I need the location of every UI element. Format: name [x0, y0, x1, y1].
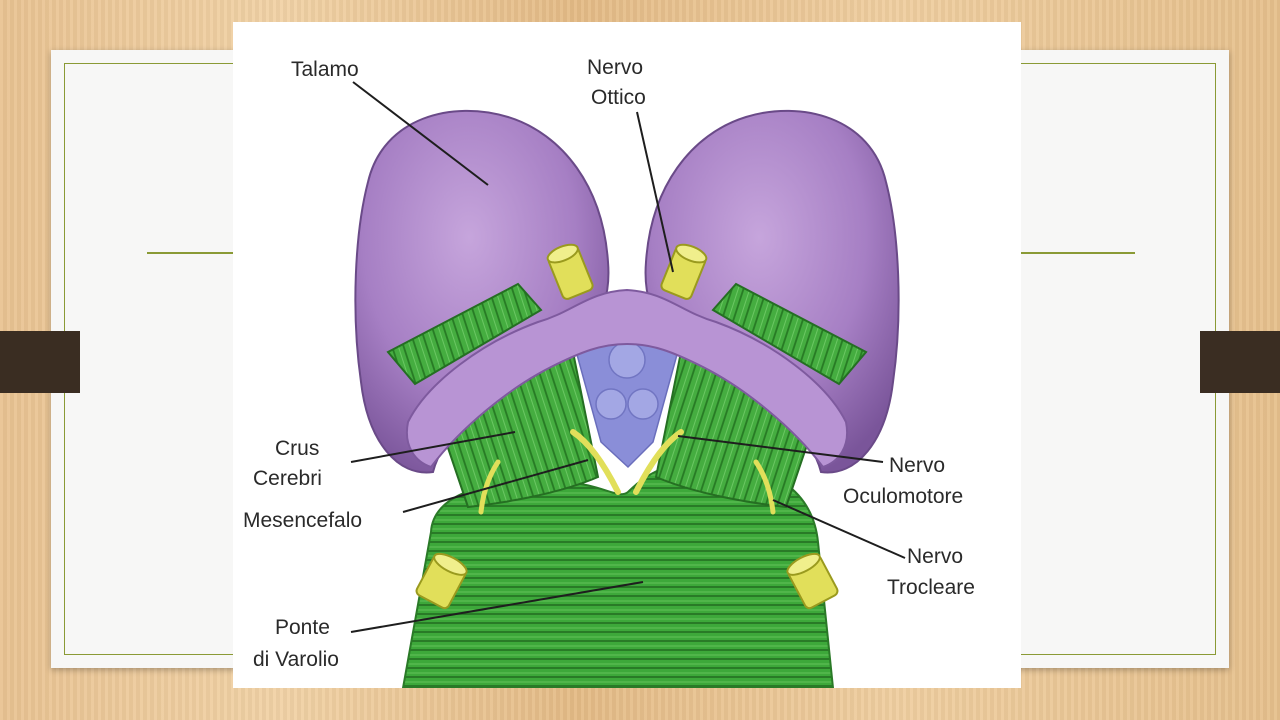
label-trocleare-line2: Trocleare — [887, 576, 975, 599]
label-talamo: Talamo — [291, 58, 359, 81]
leader-mesencefalo — [402, 459, 589, 513]
label-crus-line1: Crus — [275, 437, 319, 460]
label-trocleare-line1: Nervo — [907, 545, 963, 568]
label-crus-line2: Cerebri — [253, 467, 322, 490]
leader-trocleare — [772, 499, 906, 559]
side-tab-right — [1200, 331, 1280, 393]
optic-tract-right — [711, 282, 868, 386]
label-nervo-ottico-line2: Ottico — [591, 86, 646, 109]
title-rule-left — [147, 252, 237, 254]
label-nervo-ottico-line1: Nervo — [587, 56, 643, 79]
label-oculomotore-line1: Nervo — [889, 454, 945, 477]
brainstem-diagram: Talamo Nervo Ottico Crus Cerebri Mesence… — [233, 22, 1021, 688]
label-ponte-line2: di Varolio — [253, 648, 339, 671]
optic-tract-left — [386, 282, 543, 386]
brainstem-illustration: Talamo Nervo Ottico Crus Cerebri Mesence… — [243, 56, 975, 688]
leader-talamo — [352, 81, 489, 186]
oculomotor-nerves — [570, 429, 684, 495]
leader-lines — [350, 81, 906, 633]
label-oculomotore-line2: Oculomotore — [843, 485, 963, 508]
trochlear-nerves — [478, 459, 776, 515]
leader-nervo-ottico — [636, 111, 674, 273]
diagram-labels: Talamo Nervo Ottico Crus Cerebri Mesence… — [243, 56, 975, 671]
trigeminal-nerve-stubs — [415, 552, 839, 610]
title-rule-right — [1019, 252, 1135, 254]
central-band — [405, 288, 849, 469]
leader-crus-cerebri — [350, 431, 516, 463]
leader-oculomotore — [677, 435, 884, 463]
label-ponte-line1: Ponte — [275, 616, 330, 639]
optic-nerve-stubs — [546, 243, 708, 300]
side-tab-left — [0, 331, 80, 393]
interpeduncular-area — [572, 339, 682, 469]
label-mesencefalo: Mesencefalo — [243, 509, 362, 532]
leader-ponte — [350, 581, 644, 633]
